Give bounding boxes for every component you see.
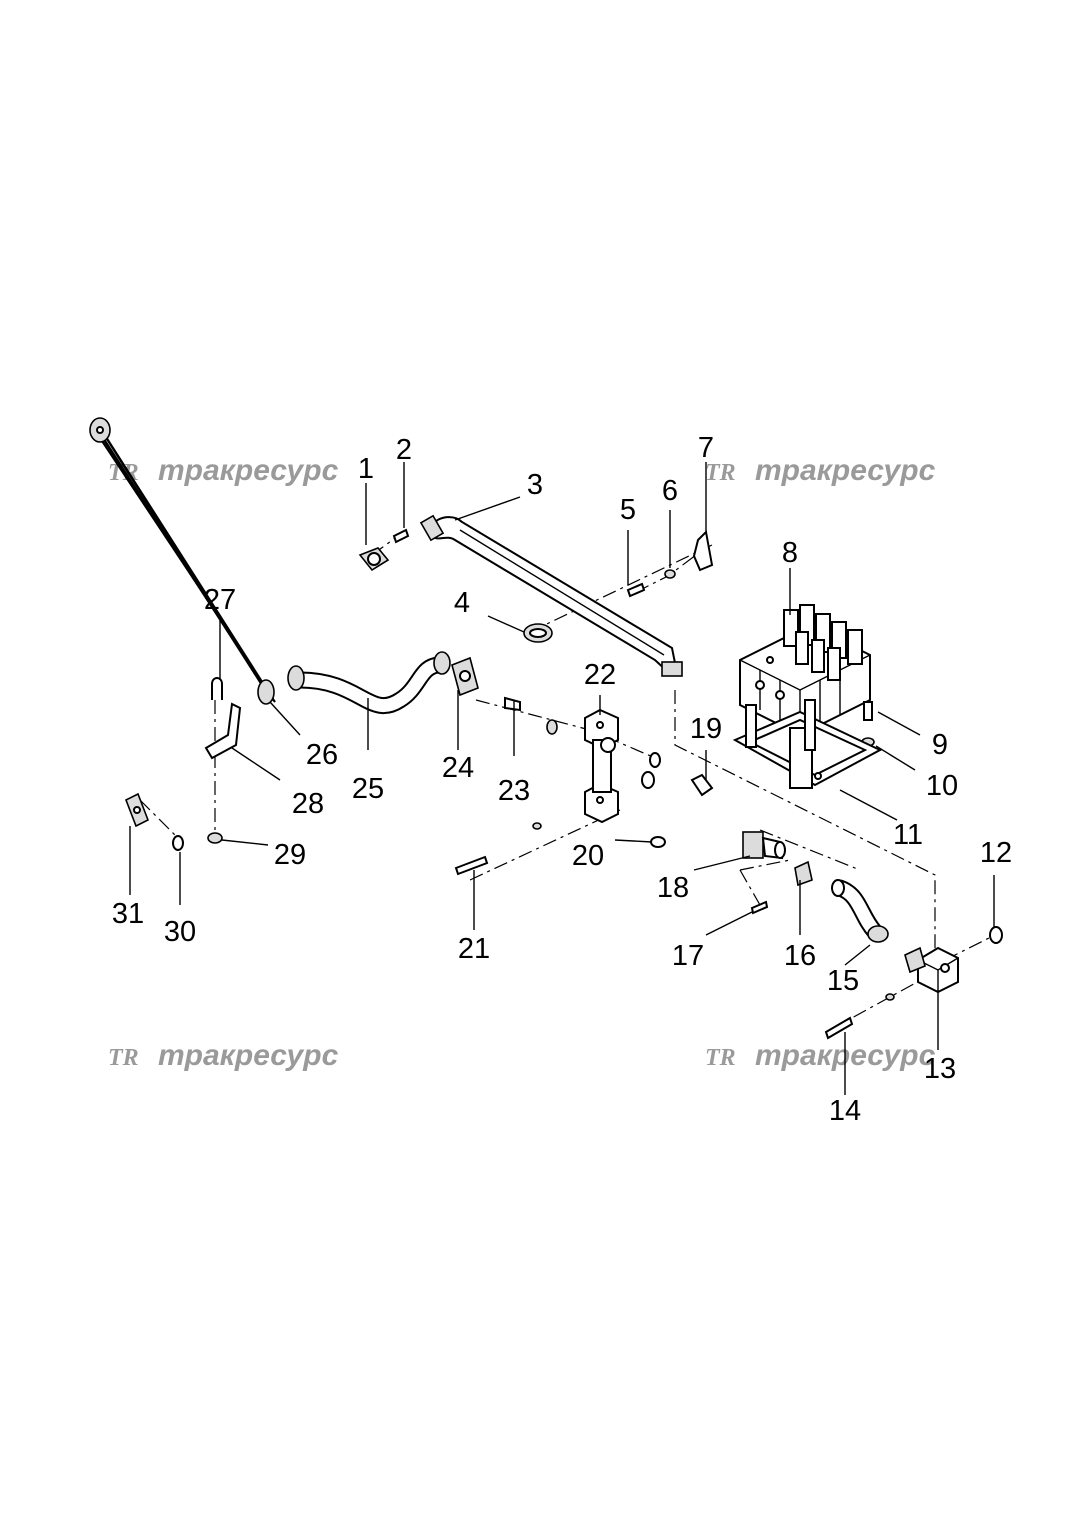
part-6-washer xyxy=(664,569,676,579)
part-29-nut xyxy=(207,832,223,844)
part-17-screw xyxy=(750,900,769,915)
callout-5: 5 xyxy=(620,494,636,526)
callout-22: 22 xyxy=(584,659,616,691)
callout-2: 2 xyxy=(396,434,412,466)
part-9-bolt xyxy=(863,701,873,721)
part-1-clamp xyxy=(358,547,390,572)
callout-28: 28 xyxy=(292,788,324,820)
part-14-long-bolt xyxy=(824,993,895,1040)
part-7-bracket xyxy=(692,529,714,572)
part-21-long-bolt xyxy=(454,822,542,876)
watermark-text: тракресурс xyxy=(158,454,339,487)
part-22-valve-block xyxy=(584,708,619,824)
callout-12: 12 xyxy=(980,837,1012,869)
watermark-logo: TR xyxy=(705,460,736,486)
watermark-text: тракресурс xyxy=(158,1039,339,1072)
watermark-top-left: TR тракресурс xyxy=(108,454,339,487)
watermark-bottom-left: TR тракресурс xyxy=(108,1039,339,1072)
part-16-clamp xyxy=(794,860,813,887)
watermark-logo: TR xyxy=(108,1045,139,1071)
part-23-fitting xyxy=(504,696,558,735)
part-20-plug xyxy=(641,752,666,848)
leader-lines xyxy=(129,462,995,1095)
part-15-hose-elbow xyxy=(831,879,889,943)
callout-6: 6 xyxy=(662,475,678,507)
callout-14: 14 xyxy=(829,1095,861,1127)
callout-25: 25 xyxy=(352,773,384,805)
callout-11: 11 xyxy=(893,819,923,851)
callout-10: 10 xyxy=(926,770,958,802)
callout-29: 29 xyxy=(274,839,306,871)
part-11-frame xyxy=(732,699,883,789)
callout-30: 30 xyxy=(164,916,196,948)
part-3-pipe xyxy=(419,514,683,677)
part-28-bracket xyxy=(204,702,242,760)
part-8-control-valve xyxy=(739,604,871,737)
callout-4: 4 xyxy=(454,587,470,619)
part-19-plug xyxy=(690,773,714,797)
part-31-flange-clamp xyxy=(124,792,150,828)
callout-19: 19 xyxy=(690,713,722,745)
callout-27: 27 xyxy=(204,584,236,616)
watermark-bottom-right: TR тракресурс xyxy=(705,1039,936,1072)
part-13-adapter-block xyxy=(904,946,959,994)
callout-21: 21 xyxy=(458,933,490,965)
callout-31: 31 xyxy=(112,898,144,930)
callout-24: 24 xyxy=(442,752,474,784)
part-25-hose xyxy=(287,651,451,714)
part-24-flange xyxy=(451,656,479,697)
part-30-o-ring xyxy=(172,835,184,851)
callout-18: 18 xyxy=(657,872,689,904)
callout-1: 1 xyxy=(358,453,374,485)
watermark-text: тракресурс xyxy=(755,454,936,487)
callout-8: 8 xyxy=(782,537,798,569)
part-4-hose-clamp xyxy=(523,623,553,643)
callout-15: 15 xyxy=(827,965,859,997)
tube-end-flange xyxy=(89,417,111,443)
callout-20: 20 xyxy=(572,840,604,872)
callout-7: 7 xyxy=(698,432,714,464)
watermark-top-right: TR тракресурс xyxy=(705,454,936,487)
callout-26: 26 xyxy=(306,739,338,771)
part-2-bolt xyxy=(392,528,410,544)
callout-23: 23 xyxy=(498,775,530,807)
part-18-fitting xyxy=(742,831,786,860)
callout-16: 16 xyxy=(784,940,816,972)
part-12-o-ring xyxy=(989,926,1003,944)
watermark-logo: TR xyxy=(705,1045,736,1071)
valve-spools xyxy=(783,604,863,681)
callout-numbers: 1 2 3 4 5 6 7 8 9 10 11 12 13 14 15 16 1… xyxy=(112,432,1012,1127)
callout-3: 3 xyxy=(527,469,543,501)
part-27-u-bolt xyxy=(211,677,223,700)
part-5-bolt xyxy=(626,582,646,598)
callout-13: 13 xyxy=(924,1053,956,1085)
part-26-flange xyxy=(257,679,275,705)
callout-17: 17 xyxy=(672,940,704,972)
callout-9: 9 xyxy=(932,729,948,761)
